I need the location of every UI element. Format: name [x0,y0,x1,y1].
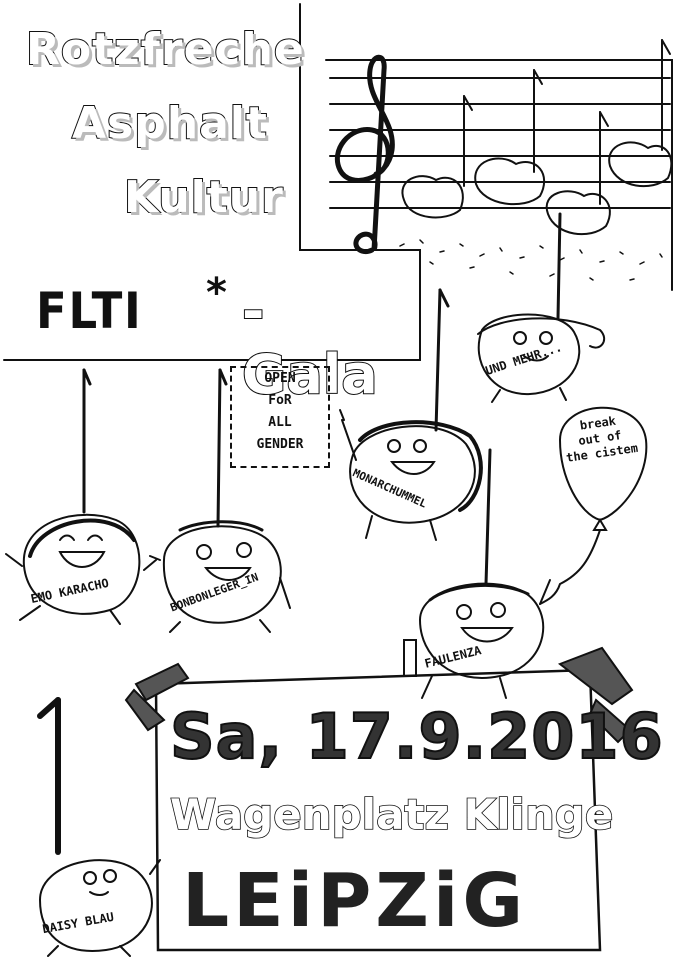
character-daisy-blau [38,859,161,957]
character-und-mehr [477,313,606,403]
treble-clef-icon [334,54,395,254]
open-line-1: OPEN [264,371,296,386]
event-date: Sa, 17.9.2016 [169,699,664,774]
title-line-1: Rotzfreche [25,23,305,76]
staff-frame [325,59,673,291]
title-line-3: Kultur [123,171,284,224]
character-faulenza [403,579,551,699]
gala-label: - Gala [241,279,379,407]
asterisk-label: * [206,270,227,316]
open-line-2: FoR [268,393,292,408]
gravel-ground [399,239,663,281]
title-line-2: Asphalt [71,97,268,150]
open-line-4: GENDER [256,437,304,452]
event-city: LEiPZiG [182,858,528,944]
character-bonbonleger-in [149,520,291,633]
open-for-all-gender-sign: OPEN FoR ALL GENDER [230,366,330,468]
gala-heading: FLTI * - Gala [36,270,416,407]
title-frame [3,3,421,361]
flti-label: FLTI [36,282,143,340]
staff-notes [401,39,673,236]
balloon [539,406,648,605]
event-sign [124,646,634,952]
character-monarchummel [339,409,483,541]
character-emo-karacho [5,513,157,625]
event-venue: Wagenplatz Klinge [169,789,614,840]
hanging-strings [37,212,562,855]
open-line-3: ALL [268,415,292,430]
